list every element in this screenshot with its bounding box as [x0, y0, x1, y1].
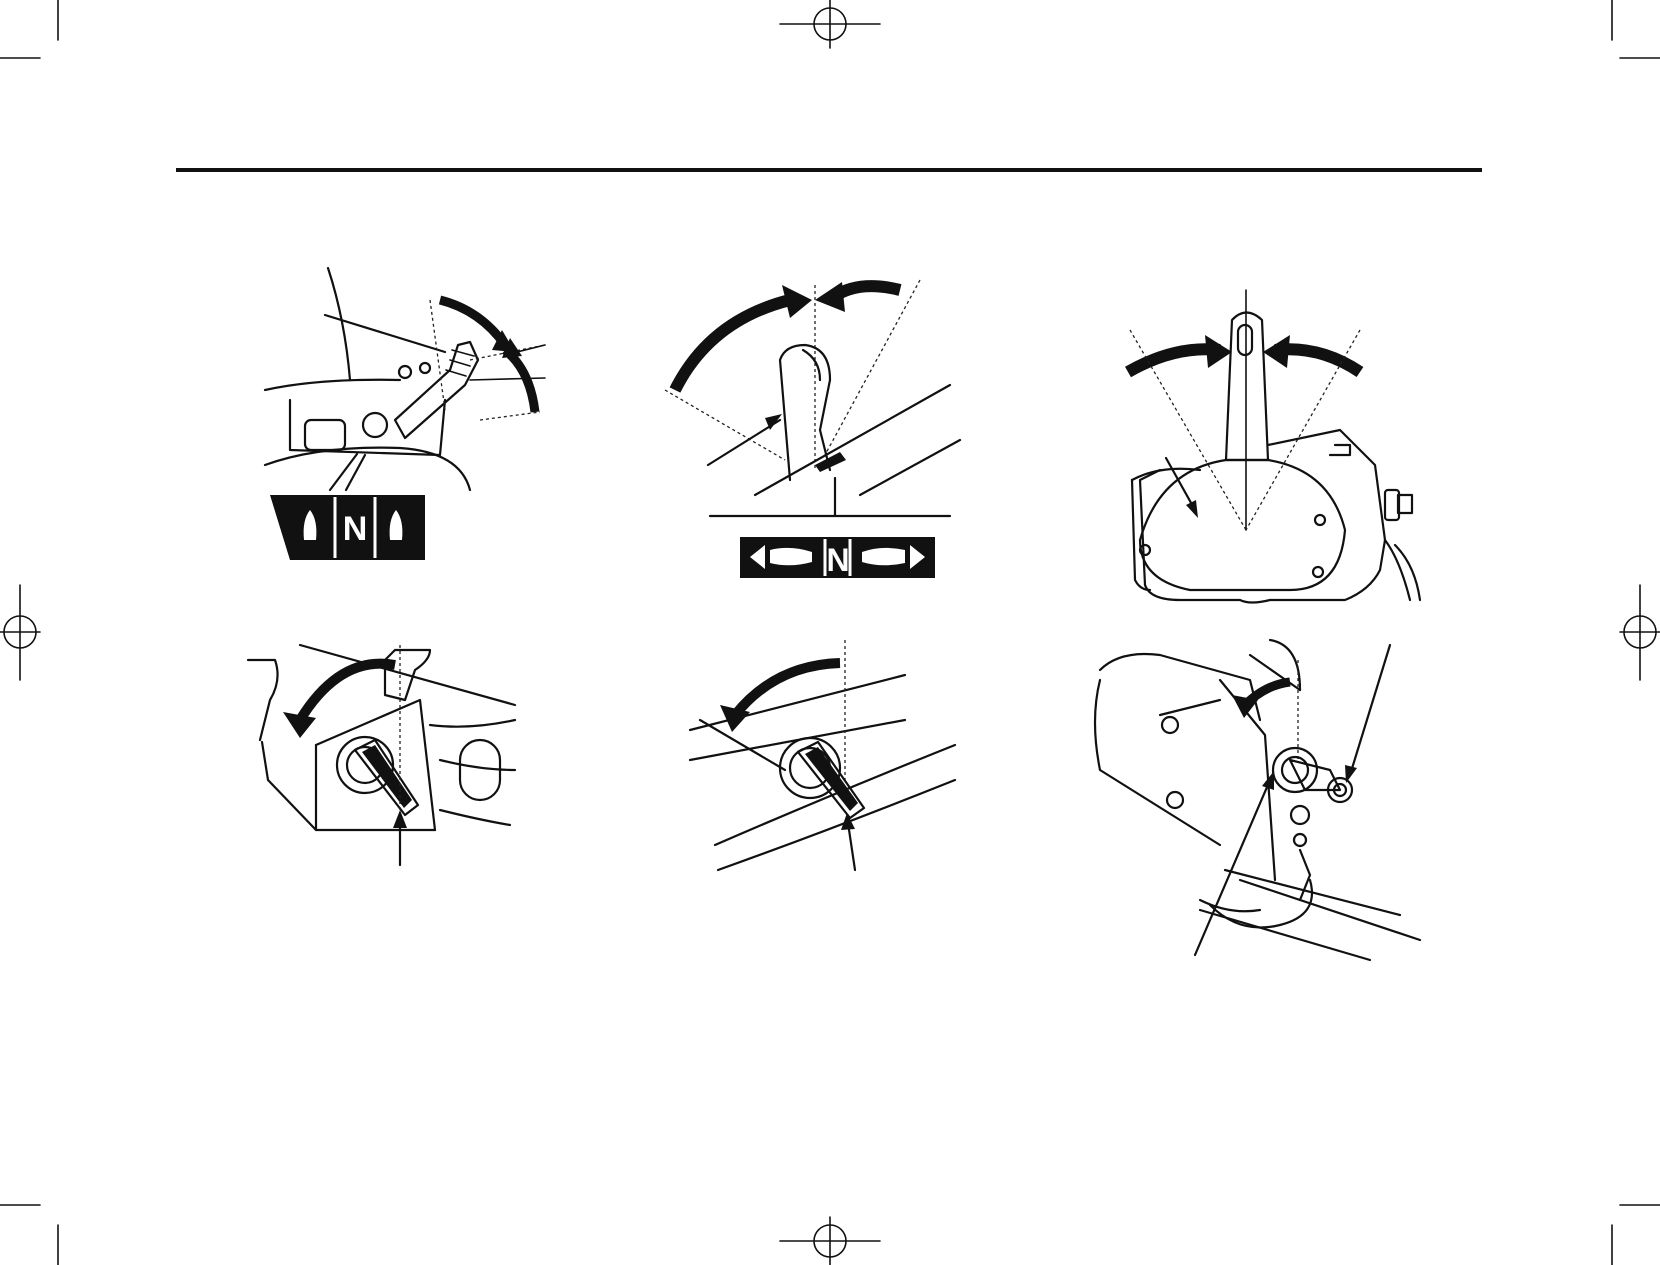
neutral-glyph: N [826, 542, 849, 578]
figure-side-shift-lever: N [664, 279, 962, 578]
figure-remote-main-switch-key [1093, 638, 1422, 962]
figure-tiller-shift-lever: N [263, 266, 546, 560]
neutral-glyph: N [343, 510, 368, 548]
registration-mark-top [779, 0, 881, 49]
registration-mark-right [1619, 584, 1660, 681]
registration-mark-bottom [779, 1216, 881, 1265]
figure-main-switch-key-2 [688, 640, 957, 872]
figure-main-switch-key-1 [246, 643, 517, 867]
registration-mark-left [0, 584, 41, 681]
figure-remote-control-lever [1125, 289, 1422, 604]
